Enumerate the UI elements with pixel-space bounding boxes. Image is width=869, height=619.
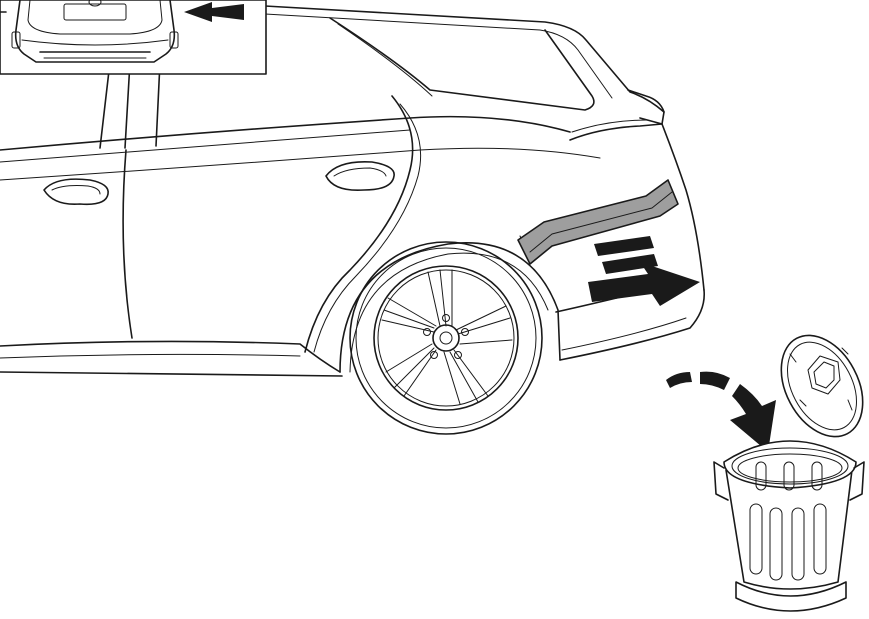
- trash-can-lid: [765, 321, 869, 450]
- rear-wheel: [350, 242, 542, 434]
- trash-can-body: [714, 441, 864, 611]
- dispose-arrow: [666, 372, 776, 452]
- rear-view-inset: [0, 0, 266, 74]
- removal-arrow: [588, 236, 700, 306]
- trash-can-icon: [714, 321, 869, 611]
